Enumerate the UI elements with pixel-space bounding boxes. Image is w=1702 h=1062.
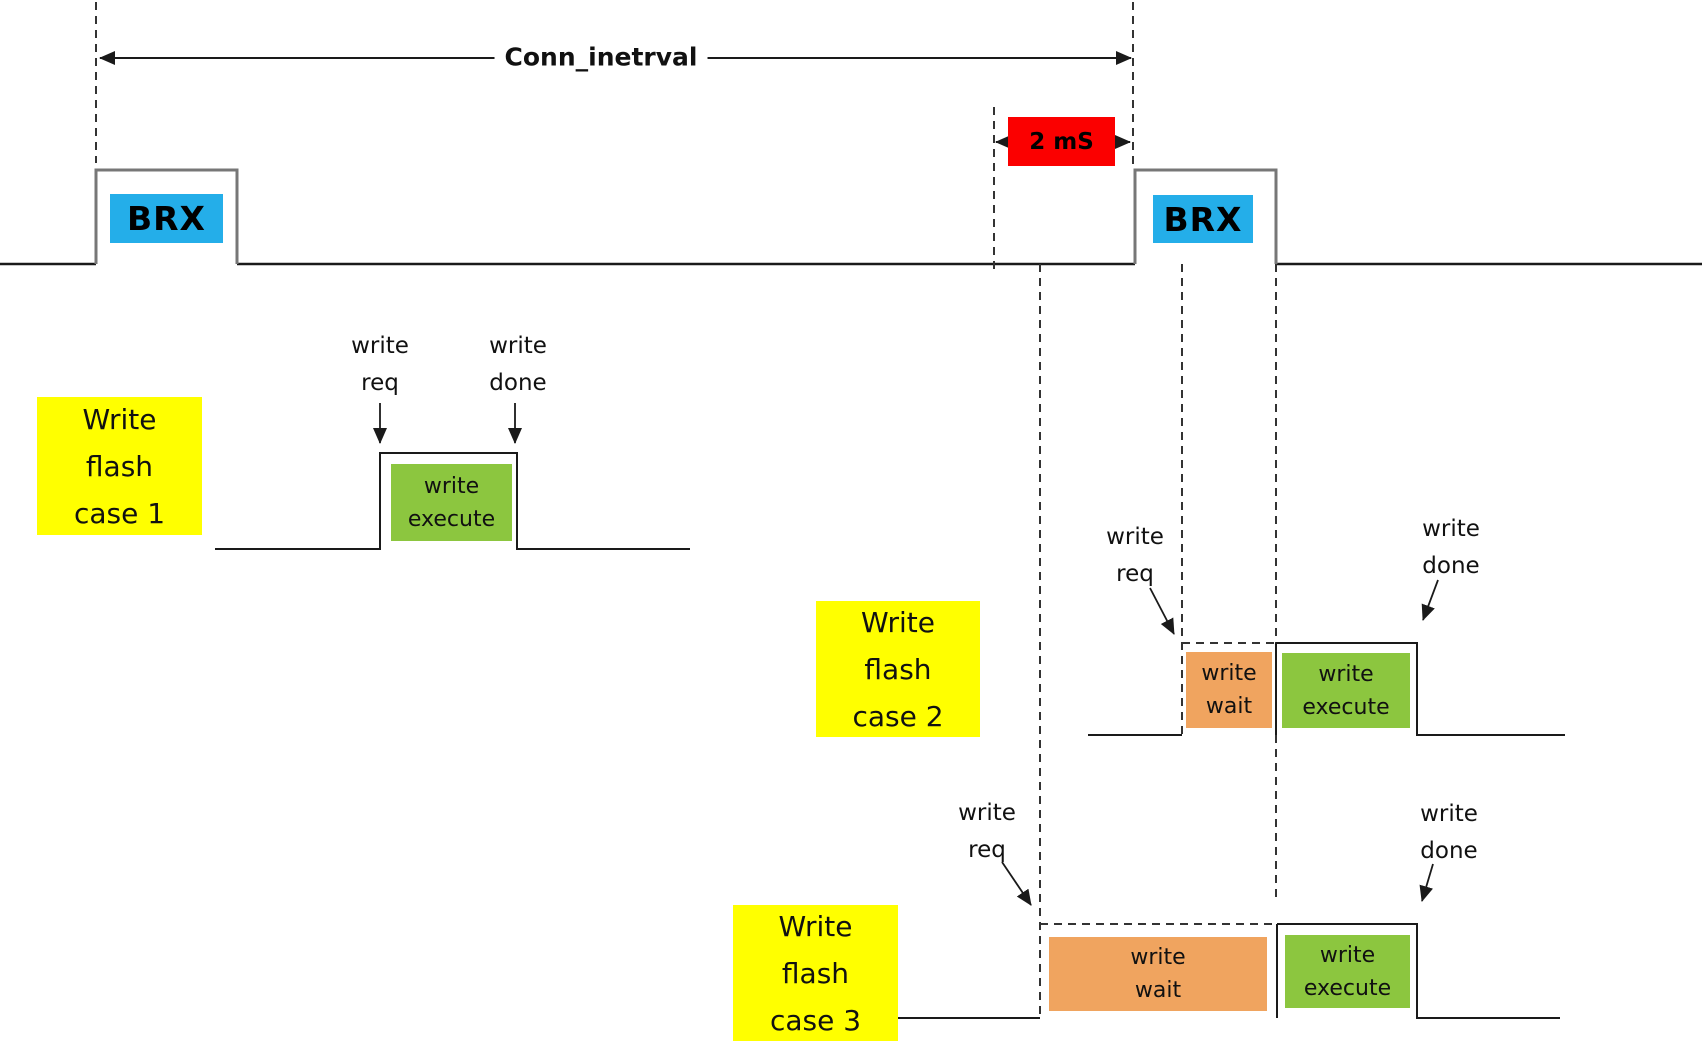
case3-label-line2: flash [781,956,850,990]
case1-waveform [215,452,690,550]
case2-write-req-annotation: write req [1106,524,1164,587]
case2-write-req-arrow [1149,587,1175,635]
case3-write-done-arrow [1419,863,1434,902]
case3-write-req-arrow [1001,861,1032,906]
case3-write-done-annotation: write done [1420,801,1478,864]
case2-write-wait-box: write wait [1186,652,1272,728]
case2-waveform [1088,642,1565,736]
case1-label-line3: case 1 [73,496,166,530]
case3-label: Write flash case 3 [733,905,898,1041]
brx-right-badge: BRX [1153,195,1253,243]
case2-label: Write flash case 2 [816,601,980,737]
case3-write-req-annotation: write req [958,800,1016,863]
conn-interval-label: Conn_inetrval [494,42,708,72]
case1-label-line1: Write [82,402,157,436]
case3-waveform [898,923,1560,1019]
case1-write-req-annotation: write req [351,333,409,396]
case3-write-execute-box: write execute [1285,935,1410,1008]
case2-label-line2: flash [864,652,932,686]
case2-label-line3: case 2 [852,699,944,733]
case3-label-line1: Write [778,909,853,943]
case1-write-done-annotation: write done [489,333,547,396]
two-ms-badge: 2 mS [1008,117,1115,166]
case1-label: Write flash case 1 [37,397,202,535]
brx-left-badge: BRX [110,194,223,243]
case2-write-done-arrow [1421,579,1439,621]
case2-write-execute-box: write execute [1282,653,1410,728]
case3-label-line3: case 3 [769,1003,862,1037]
case2-write-done-annotation: write done [1422,516,1480,579]
case1-write-execute-box: write execute [391,464,512,541]
case1-label-line2: flash [85,449,154,483]
brx-pulse-outlines [94,168,1278,264]
case2-label-line1: Write [861,605,935,639]
case3-write-wait-box: write wait [1049,937,1267,1011]
